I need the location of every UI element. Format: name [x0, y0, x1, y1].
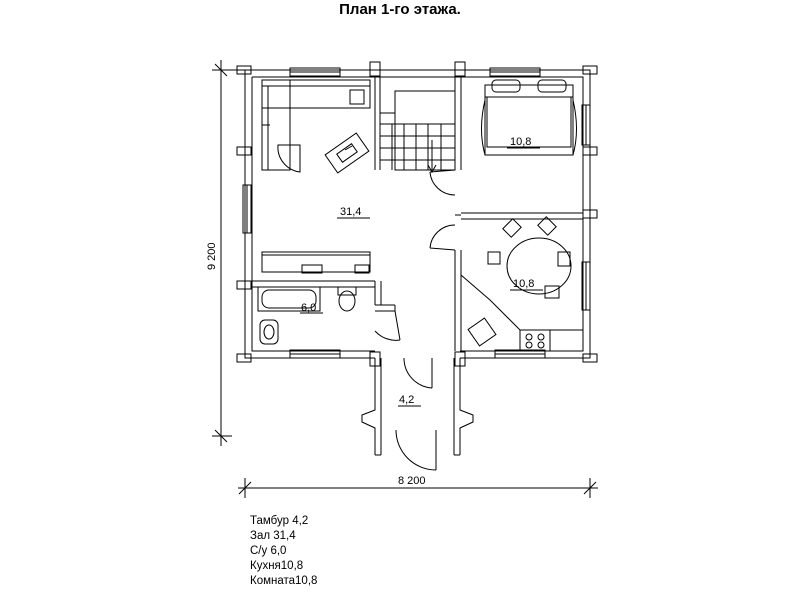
stairs: [380, 90, 456, 174]
legend-item: С/у 6,0: [250, 545, 287, 557]
height-dimension-line: [212, 60, 245, 446]
room-label-bedroom: 10,8: [510, 136, 531, 148]
toilet: [337, 286, 357, 312]
legend-item: Комната10,8: [250, 575, 318, 587]
plan-title: План 1-го этажа.: [339, 1, 461, 18]
bathtub: [257, 286, 321, 312]
dimension-width-label: 8 200: [398, 475, 426, 487]
room-label-kitchen: 10,8: [513, 278, 534, 290]
room-label-vestibule: 4,2: [399, 394, 414, 406]
dining-table: [487, 216, 572, 299]
room-legend: Тамбур 4,2 Зал 31,4 С/у 6,0 Кухня10,8 Ко…: [250, 514, 317, 589]
sink: [259, 319, 279, 345]
legend-item: Тамбур 4,2: [250, 515, 309, 527]
corner-sofa: [261, 79, 371, 173]
windows: [242, 67, 591, 359]
legend-item: Зал 31,4: [250, 530, 296, 542]
room-label-bathroom: 6,0: [301, 302, 316, 314]
room-label-hall: 31,4: [340, 206, 361, 218]
coffee-table: [324, 132, 370, 174]
label-underlines: [300, 147, 543, 407]
width-dimension-line: [238, 478, 598, 498]
legend-item: Кухня10,8: [250, 560, 304, 572]
tv-console: [261, 251, 371, 274]
bed: [481, 79, 577, 156]
doors: [374, 169, 456, 471]
dimension-height-label: 9 200: [206, 242, 218, 270]
kitchen-unit: [460, 274, 583, 352]
